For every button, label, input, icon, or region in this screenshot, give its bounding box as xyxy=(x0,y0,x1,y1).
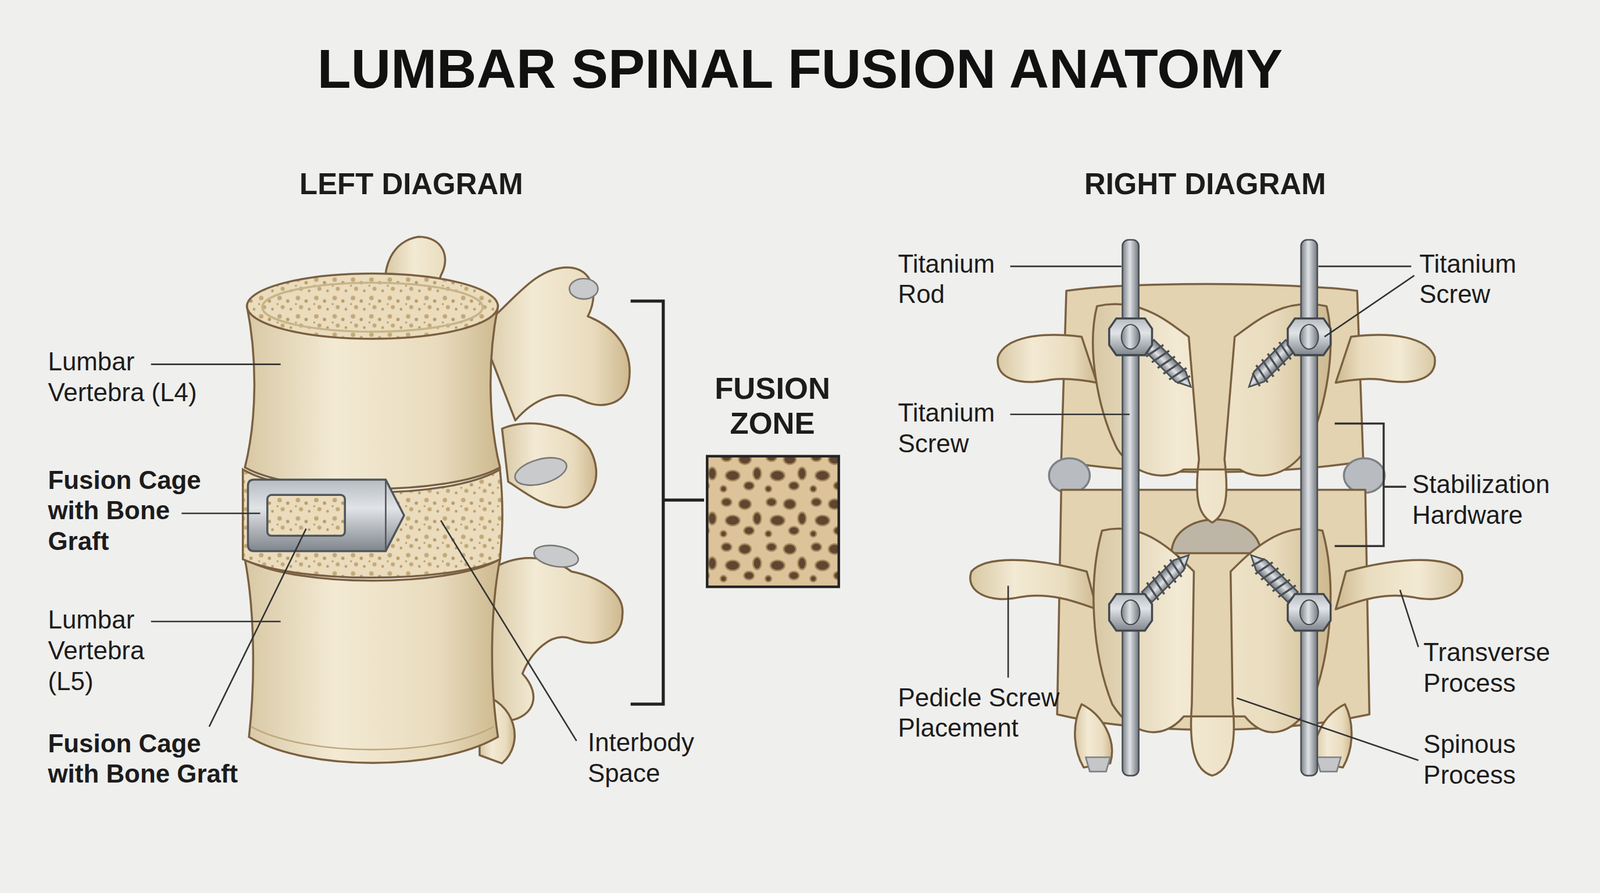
leader-line xyxy=(1318,265,1412,268)
leader-line xyxy=(1400,590,1419,648)
leader-line xyxy=(1010,265,1122,268)
body-rim xyxy=(251,726,495,750)
fusion-cage xyxy=(247,479,405,552)
bone-graft xyxy=(243,469,503,578)
vertebral-body xyxy=(244,559,500,763)
endplate xyxy=(247,273,499,339)
bracket xyxy=(630,301,705,705)
facet-cap xyxy=(1316,757,1341,773)
screw-head xyxy=(1109,594,1153,631)
section-heading: RIGHT DIAGRAM xyxy=(1052,166,1359,202)
endplate-rim xyxy=(262,282,483,332)
leader-line xyxy=(440,520,577,741)
facet-cap xyxy=(569,278,598,299)
part-label: Fusion Cage with Bone Graft xyxy=(47,727,252,789)
leader-line xyxy=(151,363,281,366)
facet-cap xyxy=(512,452,570,491)
fusion-zone-sample xyxy=(706,456,839,588)
transverse-process xyxy=(970,559,1098,610)
title: LUMBAR SPINAL FUSION ANATOMY xyxy=(0,36,1600,100)
part-label: Lumbar Vertebra (L5) xyxy=(47,604,163,696)
bracket xyxy=(1334,423,1407,546)
part-label: Spinous Process xyxy=(1423,728,1571,790)
screw-shaft xyxy=(1139,548,1196,605)
transverse-process xyxy=(479,267,630,421)
leader-lines xyxy=(151,266,1419,761)
leader-line xyxy=(181,512,260,515)
transverse-process xyxy=(1335,559,1463,610)
leader-line xyxy=(1007,586,1010,678)
facet-cap xyxy=(1085,757,1110,773)
part-label: Titanium Rod xyxy=(897,248,1013,310)
part-label: Titanium Screw xyxy=(897,397,1013,459)
part-label: Interbody Space xyxy=(587,726,726,788)
cage-edge xyxy=(384,479,387,552)
section-heading: LEFT DIAGRAM xyxy=(258,166,565,202)
leader-line xyxy=(209,528,307,727)
transverse-process xyxy=(1335,334,1435,383)
part-label: Lumbar Vertebra (L4) xyxy=(47,345,217,407)
screw-head xyxy=(1287,594,1331,631)
part-label: Transverse Process xyxy=(1423,636,1571,698)
facet-cap xyxy=(531,542,580,571)
screw-head xyxy=(1109,318,1153,356)
leader-line xyxy=(1324,275,1414,337)
zone-heading: FUSION ZONE xyxy=(685,371,859,441)
part-label: Pedicle Screw Placement xyxy=(897,681,1077,744)
part-label: Stabilization Hardware xyxy=(1412,468,1576,530)
transverse-process xyxy=(997,334,1098,383)
disc xyxy=(1343,458,1385,494)
disc xyxy=(1048,458,1090,494)
part-label: Fusion Cage with Bone Graft xyxy=(47,464,212,557)
inferior-process xyxy=(502,423,597,507)
part-label: Titanium Screw xyxy=(1419,248,1542,310)
articular-process xyxy=(487,558,623,721)
facet-cartilage xyxy=(512,278,599,570)
screw-head xyxy=(1287,318,1331,356)
leader-line xyxy=(1010,413,1130,416)
leader-line xyxy=(1236,698,1419,761)
screw-shaft xyxy=(1243,548,1300,605)
ligament xyxy=(1171,519,1262,553)
